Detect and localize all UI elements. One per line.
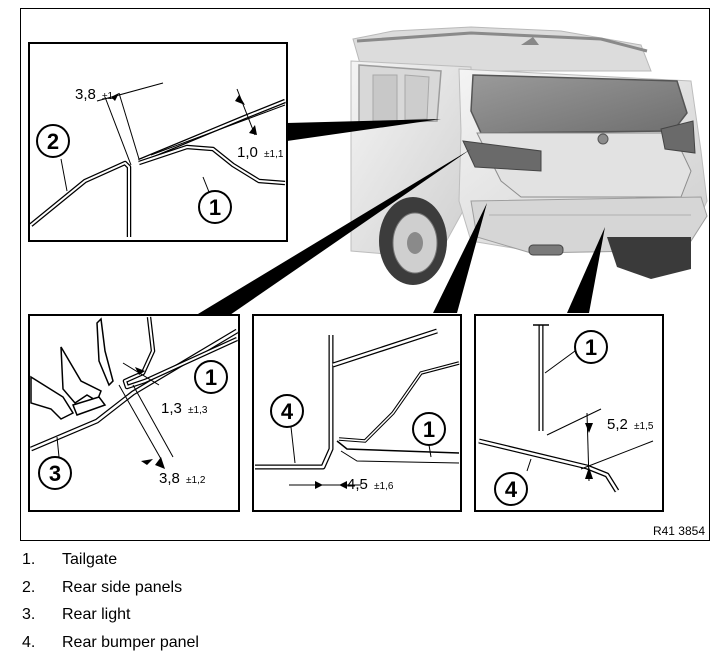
legend-item: 3. Rear light bbox=[20, 601, 710, 629]
detail-top bbox=[28, 42, 288, 242]
callout-1-right-label: 1 bbox=[585, 335, 597, 360]
diagram-figure: 2 1 1 3 4 1 1 4 3,8 ±1 1,0 ±1,1 bbox=[20, 8, 710, 541]
leader-wedges bbox=[193, 119, 605, 317]
leader-wedge-light bbox=[193, 149, 471, 317]
callout-1-bumper bbox=[412, 412, 446, 446]
callout-1-top-label: 1 bbox=[209, 195, 221, 220]
legend-label: Rear side panels bbox=[62, 578, 183, 596]
legend-number: 3. bbox=[22, 606, 36, 623]
dim-bumper-gap: 4,5 ±1,6 bbox=[347, 476, 394, 493]
callout-2-top-label: 2 bbox=[47, 129, 59, 154]
callout-1-bumper-label: 1 bbox=[423, 417, 435, 442]
reference-code: R41 3854 bbox=[653, 524, 705, 538]
callout-4-bumper bbox=[270, 394, 304, 428]
callout-4-right bbox=[494, 472, 528, 506]
callout-1-top bbox=[198, 190, 232, 224]
callouts: 2 1 1 3 4 1 1 4 bbox=[36, 124, 608, 506]
legend-label: Rear light bbox=[62, 606, 131, 623]
legend-number: 2. bbox=[22, 578, 36, 596]
legend-label: Rear bumper panel bbox=[62, 633, 199, 651]
car-illustration bbox=[350, 26, 708, 285]
legend-item: 1. Tailgate bbox=[20, 546, 710, 574]
callout-2-top bbox=[36, 124, 70, 158]
callout-3-light-label: 3 bbox=[49, 461, 61, 486]
leader-wedge-top bbox=[287, 119, 441, 141]
legend-item: 2. Rear side panels bbox=[20, 574, 710, 602]
leader-wedge-bumper-left bbox=[433, 203, 487, 313]
dim-top-gap: 3,8 ±1 bbox=[75, 86, 114, 103]
callout-1-light bbox=[194, 360, 228, 394]
dimension-labels: 3,8 ±1 1,0 ±1,1 1,3 ±1,3 3,8 ±1,2 4,5 ±1… bbox=[75, 86, 654, 493]
diagram-canvas: 2 1 1 3 4 1 1 4 3,8 ±1 1,0 ±1,1 bbox=[28, 26, 708, 538]
callout-4-bumper-label: 4 bbox=[281, 399, 294, 424]
dim-top-offset: 1,0 ±1,1 bbox=[237, 144, 284, 161]
legend-number: 4. bbox=[22, 633, 36, 651]
legend-number: 1. bbox=[22, 551, 36, 568]
callout-1-light-label: 1 bbox=[205, 365, 217, 390]
legend-label: Tailgate bbox=[62, 551, 118, 568]
callout-3-light bbox=[38, 456, 72, 490]
dim-bumper-offset: 5,2 ±1,5 bbox=[607, 416, 654, 433]
legend-list: 1. Tailgate 2. Rear side panels 3. Rear … bbox=[20, 546, 710, 656]
dim-light-gap: 3,8 ±1,2 bbox=[159, 470, 206, 487]
leader-wedge-bumper-right bbox=[567, 227, 605, 313]
dim-light-offset: 1,3 ±1,3 bbox=[161, 400, 208, 417]
callout-1-right bbox=[574, 330, 608, 364]
legend-item: 4. Rear bumper panel bbox=[20, 629, 710, 657]
callout-4-right-label: 4 bbox=[505, 477, 518, 502]
